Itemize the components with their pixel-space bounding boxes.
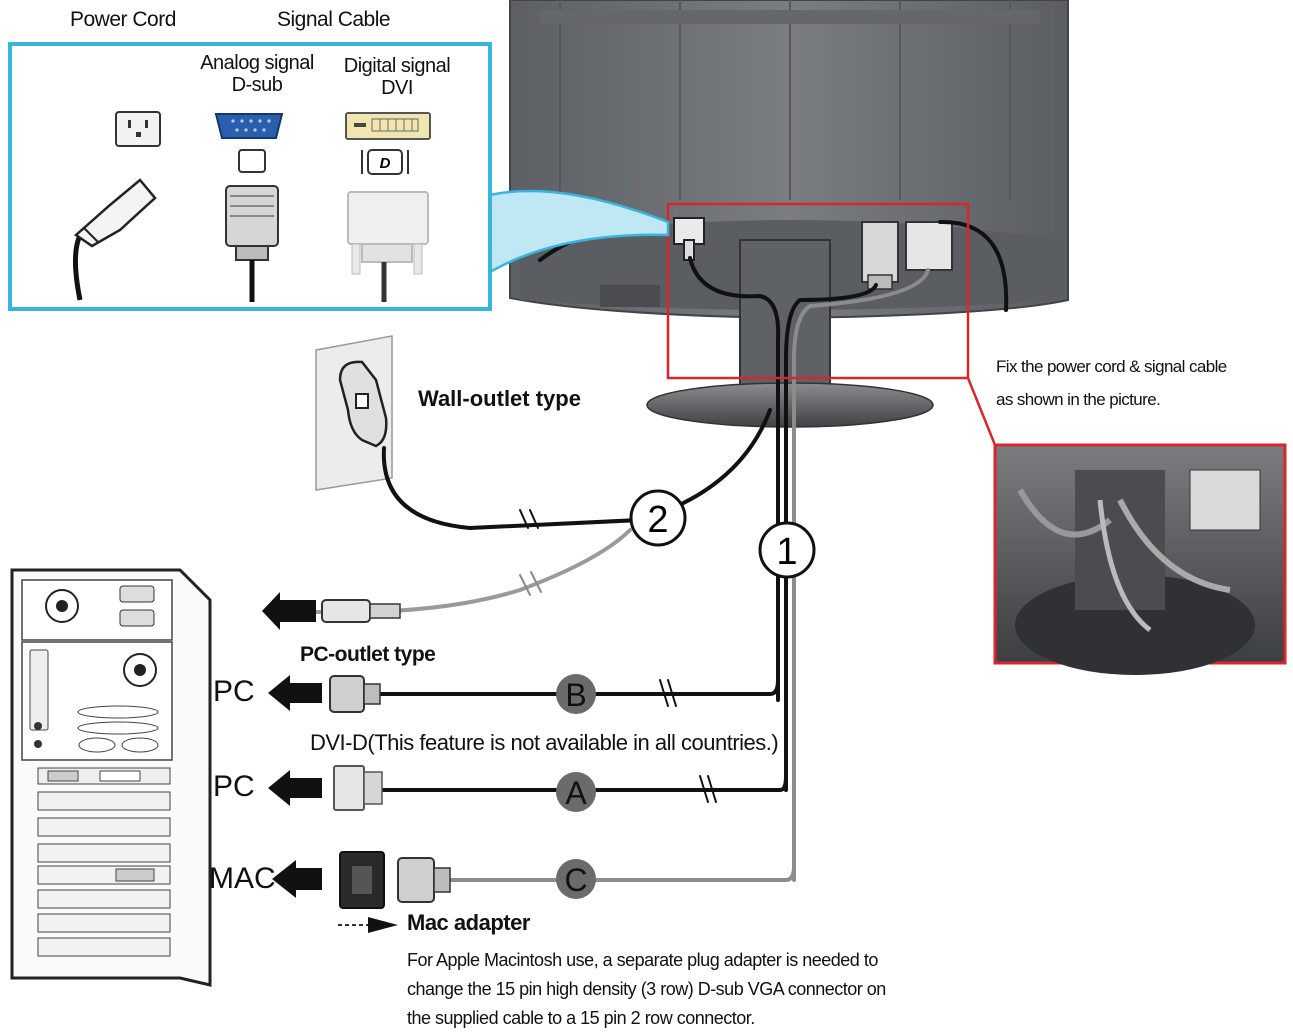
marker-2: 2 xyxy=(629,489,687,547)
svg-text:A: A xyxy=(565,775,587,811)
svg-text:1: 1 xyxy=(776,531,797,573)
analog-signal-line1: Analog signal xyxy=(200,52,314,74)
mac-adapter-description: For Apple Macintosh use, a separate plug… xyxy=(407,946,886,1033)
fix-note-line1: Fix the power cord & signal cable xyxy=(996,357,1227,376)
cable-bundle xyxy=(538,219,1009,882)
digital-signal-label: Digital signal DVI xyxy=(338,55,456,99)
dvi-plug-a xyxy=(268,765,383,811)
pc-tower xyxy=(10,568,212,987)
fix-note-line2: as shown in the picture. xyxy=(996,390,1161,409)
signal-cable-heading: Signal Cable xyxy=(277,8,391,31)
rear-signal-connectors xyxy=(861,221,953,290)
mac-adapter-plug xyxy=(272,851,451,909)
mac-adapter-title: Mac adapter xyxy=(407,910,530,935)
inset-callout xyxy=(488,189,670,275)
power-cord-heading: Power Cord xyxy=(70,8,176,31)
marker-1: 1 xyxy=(758,521,816,579)
marker-b: B xyxy=(556,674,596,714)
fix-cable-note: Fix the power cord & signal cable as sho… xyxy=(996,350,1227,416)
dvi-port-icon: D xyxy=(345,112,431,175)
rear-power-connector xyxy=(673,217,705,261)
signal-cables xyxy=(378,678,796,882)
mac-adapter-line2: change the 15 pin high density (3 row) D… xyxy=(407,979,886,999)
digital-signal-line1: Digital signal xyxy=(343,55,451,77)
mac-adapter-line1: For Apple Macintosh use, a separate plug… xyxy=(407,950,878,970)
monitor-stand xyxy=(646,239,934,428)
highlight-frame xyxy=(666,202,970,380)
mac-label: MAC xyxy=(209,862,276,895)
wall-outlet xyxy=(315,335,393,491)
highlight-leader-line xyxy=(966,377,997,446)
pc-label-a: PC xyxy=(213,770,255,803)
svg-text:B: B xyxy=(565,677,586,713)
marker-a: A xyxy=(556,772,596,812)
vga-port-icon xyxy=(214,113,284,173)
svg-text:D: D xyxy=(380,155,391,172)
power-plug-icon xyxy=(72,178,157,301)
wall-outlet-label: Wall-outlet type xyxy=(418,386,581,411)
vga-plug-icon xyxy=(225,185,279,302)
pc-outlet-plug xyxy=(262,592,401,630)
marker-c: C xyxy=(556,859,596,899)
vga-plug-b xyxy=(268,675,381,713)
svg-text:2: 2 xyxy=(647,499,668,541)
mac-adapter-line3: the supplied cable to a 15 pin 2 row con… xyxy=(407,1008,755,1028)
dvi-plug-icon xyxy=(347,191,429,302)
analog-signal-label: Analog signal D-sub xyxy=(194,52,320,96)
cable-fix-photo xyxy=(993,443,1287,675)
pc-label-b: PC xyxy=(213,675,255,708)
analog-signal-line2: D-sub xyxy=(231,74,283,96)
svg-text:C: C xyxy=(564,862,587,898)
mac-adapter-pointer xyxy=(338,917,398,933)
digital-signal-line2: DVI xyxy=(381,77,413,99)
pc-outlet-label: PC-outlet type xyxy=(300,643,436,666)
power-socket-icon xyxy=(115,111,161,147)
dvi-availability-note: DVI-D(This feature is not available in a… xyxy=(310,730,779,755)
